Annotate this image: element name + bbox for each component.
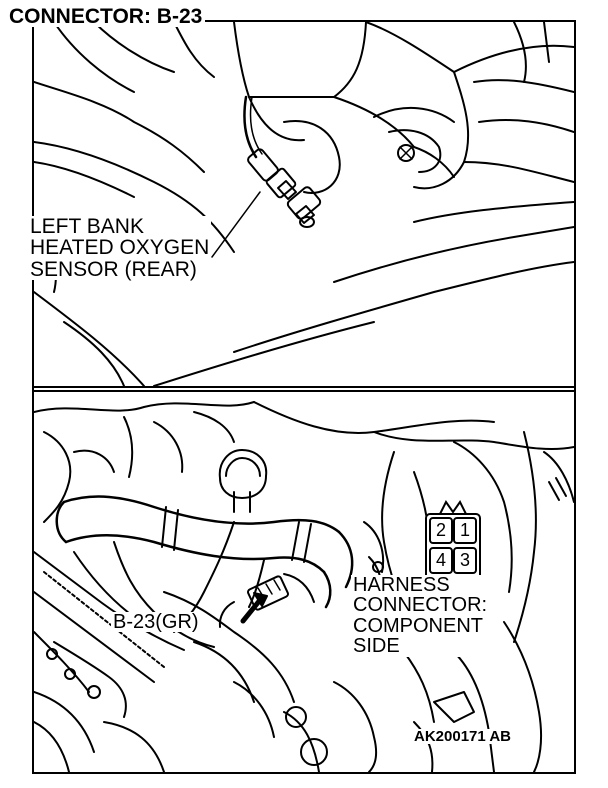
harness-connector-label: HARNESS CONNECTOR: COMPONENT SIDE [351, 574, 490, 658]
connector-callout-label: B-23(GR) [111, 611, 201, 633]
sensor-location-panel [34, 22, 574, 386]
sensor-label: LEFT BANK HEATED OXYGEN SENSOR (REAR) [28, 215, 212, 281]
connector-pin: 1 [453, 517, 477, 544]
harness-connector-pinout: 2 1 4 3 [420, 500, 486, 582]
harness-label-line: SIDE [353, 635, 400, 658]
harness-label-line: COMPONENT [353, 614, 483, 637]
connector-pin: 3 [453, 547, 477, 574]
connector-pin: 4 [429, 547, 453, 574]
sensor-label-line: LEFT BANK [30, 215, 144, 238]
diagram-title: CONNECTOR: B-23 [6, 6, 206, 27]
connector-location-drawing [34, 401, 574, 772]
harness-label-line: HARNESS [353, 574, 450, 596]
sensor-label-line: HEATED OXYGEN [30, 236, 210, 260]
panel-divider [34, 386, 574, 392]
diagram-frame: 2 1 4 3 [32, 20, 576, 774]
connector-location-panel [34, 392, 574, 772]
reference-id: AK200171 AB [412, 728, 513, 745]
sensor-label-line: SENSOR (REAR) [30, 257, 197, 281]
harness-label-line: CONNECTOR: [353, 594, 488, 617]
connector-pin: 2 [429, 517, 453, 544]
sensor-location-drawing [34, 22, 574, 386]
